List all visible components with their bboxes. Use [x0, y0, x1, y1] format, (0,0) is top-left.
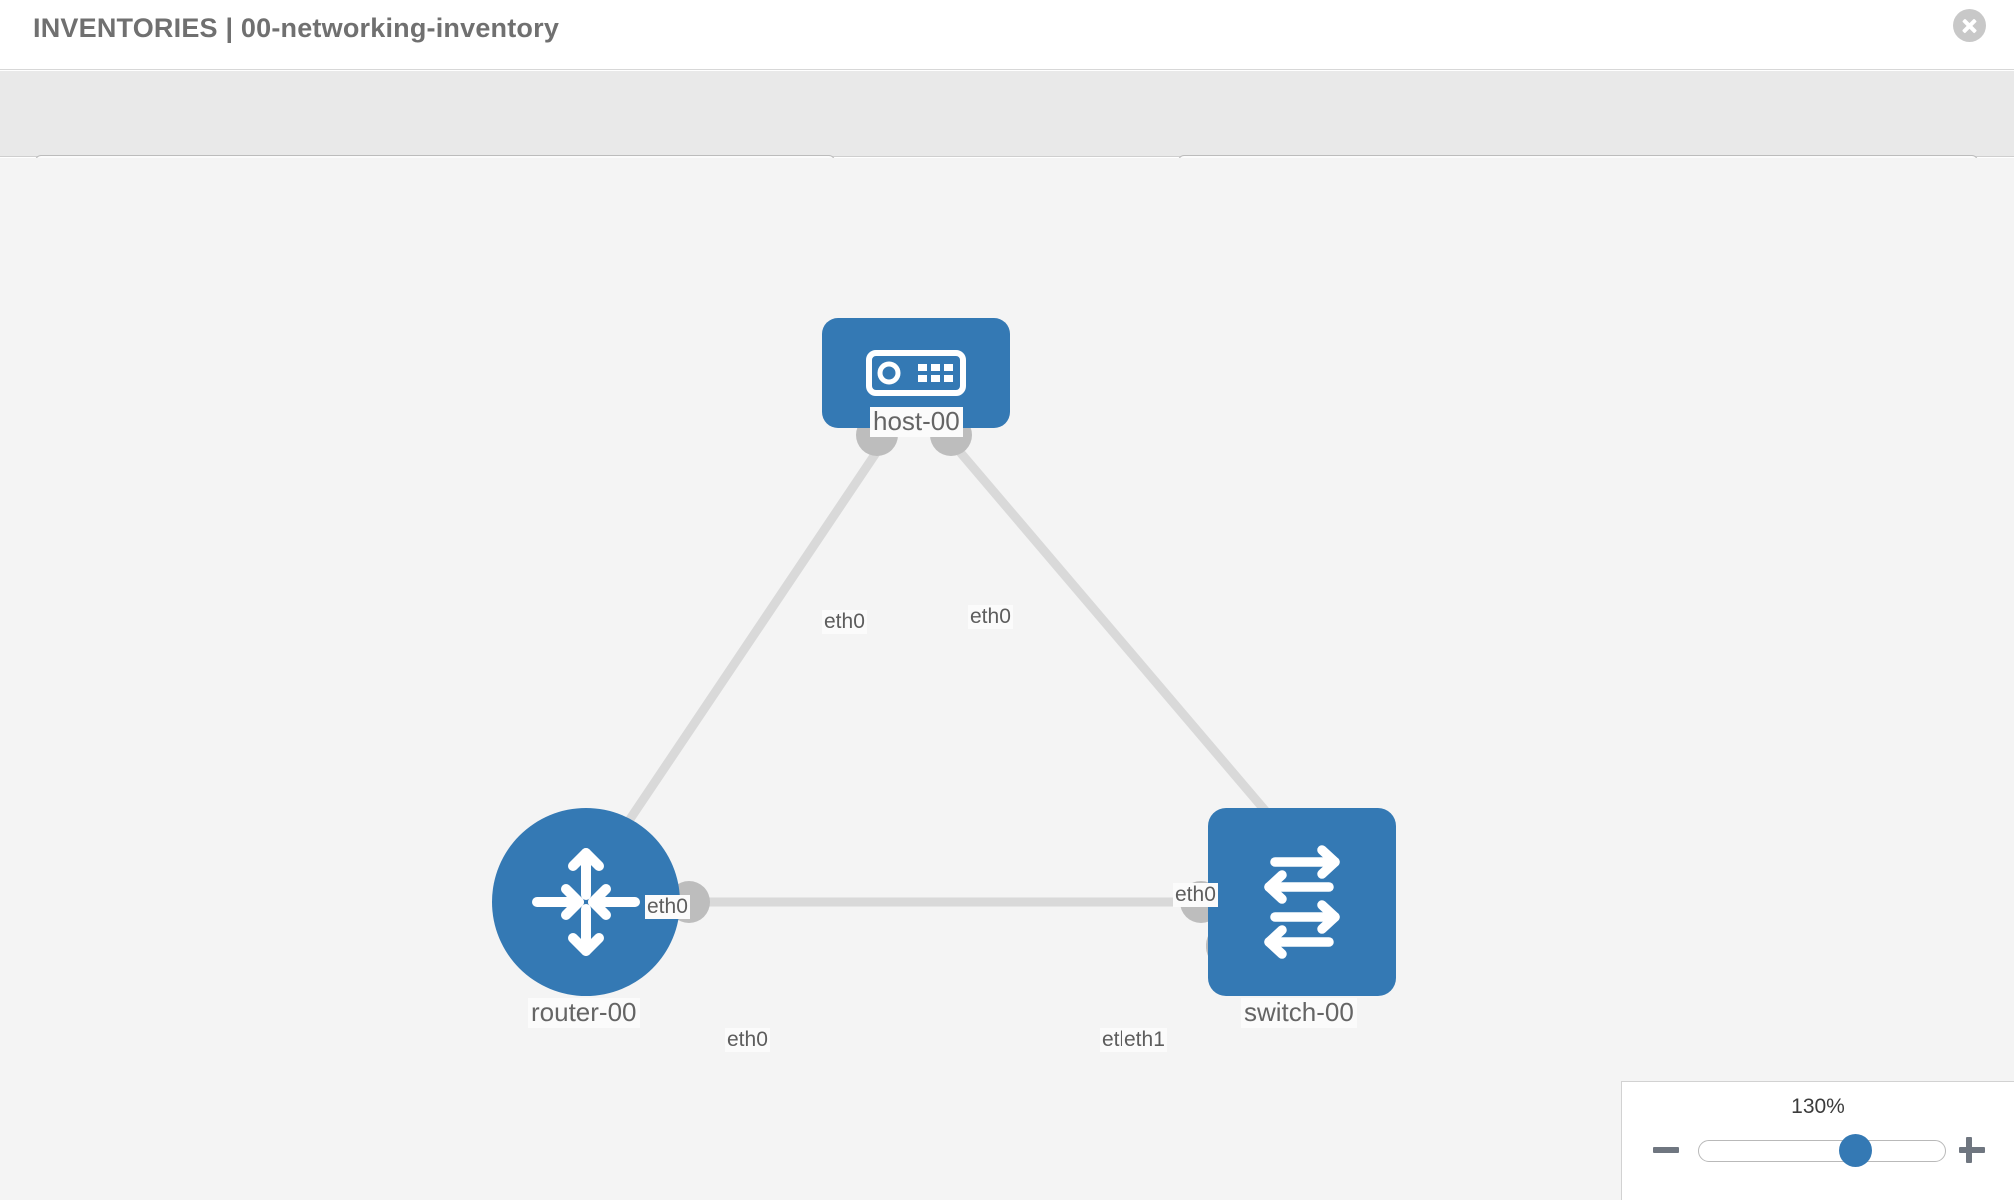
topology-node-switch[interactable]: switch-00 [1208, 808, 1396, 1028]
toolbar: ACTIONS SEARCH [0, 71, 2014, 203]
switch-node-shape[interactable] [1208, 808, 1396, 996]
page-title: INVENTORIES | 00-networking-inventory [33, 13, 560, 43]
topology-canvas[interactable]: host-00 [0, 158, 2014, 1200]
iface-label-switch-left-b: eth1 [1122, 1028, 1167, 1053]
link-host-switch [944, 435, 1284, 831]
iface-label-router-upper: eth0 [645, 895, 690, 920]
link-host-router [612, 435, 890, 843]
zoom-slider-row [1622, 1130, 2014, 1172]
iface-label-switch-upper: eth0 [1173, 883, 1218, 908]
topology-node-host[interactable]: host-00 [822, 318, 1010, 437]
switch-node-label: switch-00 [1241, 997, 1357, 1028]
zoom-control-panel: 130% [1621, 1081, 2014, 1200]
router-node-label: router-00 [528, 997, 640, 1028]
switch-arrows-icon [1264, 845, 1340, 959]
iface-label-host-right: eth0 [968, 605, 1013, 630]
topology-links [612, 435, 1284, 907]
close-icon[interactable] [1953, 9, 1986, 42]
zoom-level-value: 130% [1791, 1095, 1845, 1118]
host-node-label: host-00 [870, 406, 963, 437]
server-icon [866, 350, 966, 396]
plus-icon[interactable] [1956, 1134, 1988, 1166]
page-header: INVENTORIES | 00-networking-inventory [0, 0, 2014, 70]
router-arrows-icon [532, 848, 640, 956]
zoom-slider-thumb[interactable] [1839, 1134, 1872, 1167]
iface-label-router-right: eth0 [725, 1028, 770, 1053]
minus-icon[interactable] [1650, 1134, 1682, 1166]
zoom-slider-track[interactable] [1698, 1134, 1946, 1167]
iface-label-host-left: eth0 [822, 610, 867, 635]
